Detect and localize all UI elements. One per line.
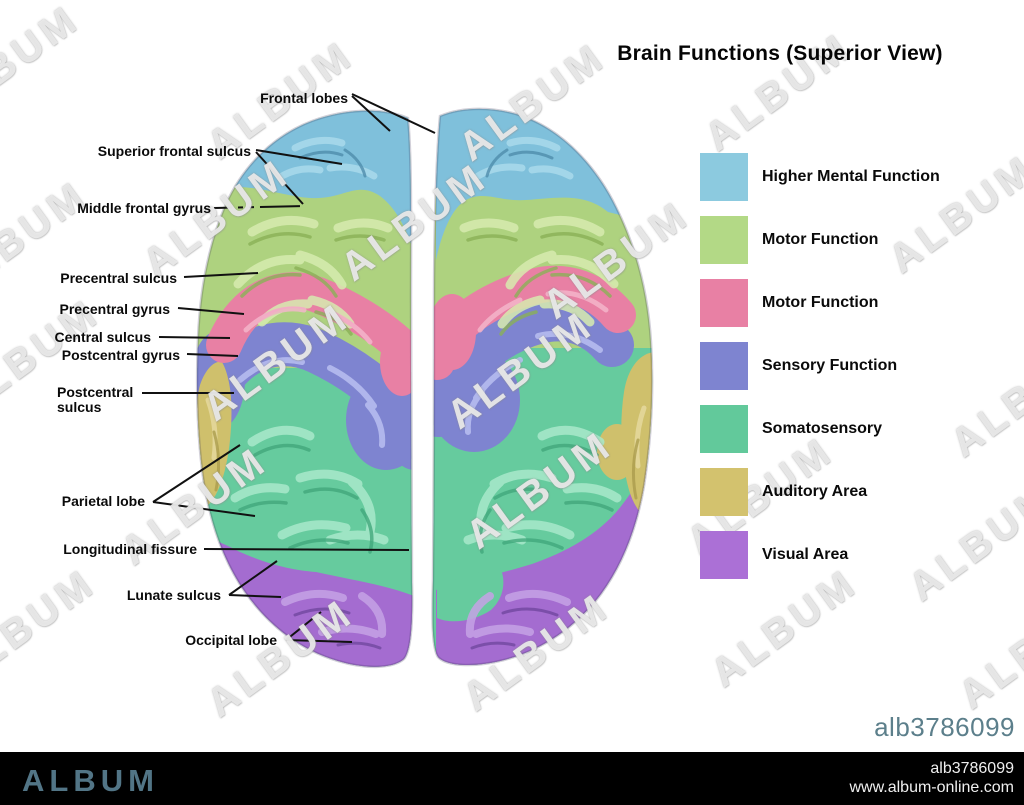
pointer-occipital-lobe-1: [285, 611, 322, 641]
pointer-precentral-gyrus: [177, 307, 245, 315]
legend-label: Somatosensory: [762, 420, 883, 437]
legend-row: Visual Area: [700, 531, 848, 579]
pointer-central-sulcus: [158, 336, 231, 339]
legend-swatch-motor-function-green: [700, 216, 748, 264]
label-lunate-sulcus: Lunate sulcus: [126, 587, 221, 603]
legend-row: Somatosensory: [700, 405, 882, 453]
footer-info: alb3786099 www.album-online.com: [849, 759, 1014, 797]
label-precentral-sulcus: Precentral sulcus: [60, 270, 177, 286]
legend-label: Auditory Area: [762, 483, 868, 500]
label-superior-frontal-sulcus: Superior frontal sulcus: [97, 143, 251, 159]
pointer-middle-frontal-gyrus: [213, 205, 304, 209]
right-hemisphere: [432, 108, 653, 666]
label-longitudinal-fissure: Longitudinal fissure: [63, 541, 197, 557]
album-logo: ALBUM: [22, 763, 159, 798]
legend-row: Motor Function: [700, 216, 878, 264]
legend-row: Auditory Area: [700, 468, 867, 516]
legend-row: Higher Mental Function: [700, 153, 940, 201]
legend-swatch-motor-function-pink: [700, 279, 748, 327]
label-occipital-lobe: Occipital lobe: [185, 632, 277, 648]
left-hemisphere: [197, 110, 413, 667]
pointer-lunate-sulcus-1: [228, 560, 278, 596]
image-id-overlay: alb3786099: [874, 712, 1015, 742]
legend-swatch-somatosensory: [700, 405, 748, 453]
legend-swatch-visual-area: [700, 531, 748, 579]
legend-swatch-sensory-function: [700, 342, 748, 390]
legend-label: Sensory Function: [762, 357, 898, 374]
footer-bar: ALBUM alb3786099 www.album-online.com: [0, 752, 1024, 805]
page-title: Brain Functions (Superior View): [617, 42, 943, 65]
pointer-parietal-lobe-2: [152, 501, 256, 517]
footer-website: www.album-online.com: [849, 779, 1014, 796]
left-hemisphere-outline: [195, 109, 414, 669]
legend-label: Higher Mental Function: [762, 168, 940, 185]
label-postcentral-sulcus: Postcentral sulcus: [57, 384, 134, 415]
legend-swatch-higher-mental-function: [700, 153, 748, 201]
legend-row: Sensory Function: [700, 342, 897, 390]
pointer-superior-frontal-sulcus-1: [255, 149, 343, 165]
label-parietal-lobe: Parietal lobe: [61, 493, 145, 509]
label-frontal-lobes: Frontal lobes: [260, 90, 348, 106]
pointer-frontal-lobes-left: [351, 95, 391, 132]
pointer-frontal-lobes-right: [351, 93, 436, 134]
label-precentral-gyrus: Precentral gyrus: [59, 301, 171, 317]
pointer-superior-frontal-sulcus-2: [255, 151, 304, 205]
legend-label: Motor Function: [762, 294, 879, 311]
label-postcentral-gyrus: Postcentral gyrus: [61, 347, 180, 363]
legend-swatch-auditory-area: [700, 468, 748, 516]
pointer-longitudinal-fissure: [203, 548, 410, 551]
legend-row: Motor Function: [700, 279, 878, 327]
label-middle-frontal-gyrus: Middle frontal gyrus: [77, 200, 211, 216]
label-central-sulcus: Central sulcus: [54, 329, 151, 345]
legend-label: Motor Function: [762, 231, 879, 248]
pointer-precentral-sulcus: [183, 272, 259, 278]
pointer-postcentral-gyrus: [186, 353, 239, 357]
pointer-lines: [142, 93, 436, 643]
pointer-parietal-lobe-1: [152, 444, 241, 503]
legend-label: Visual Area: [762, 546, 849, 563]
footer-image-id: alb3786099: [930, 760, 1014, 777]
pointer-occipital-lobe-2: [285, 639, 353, 643]
pointer-lunate-sulcus-2: [228, 594, 282, 598]
right-hemisphere-outline: [431, 107, 654, 667]
